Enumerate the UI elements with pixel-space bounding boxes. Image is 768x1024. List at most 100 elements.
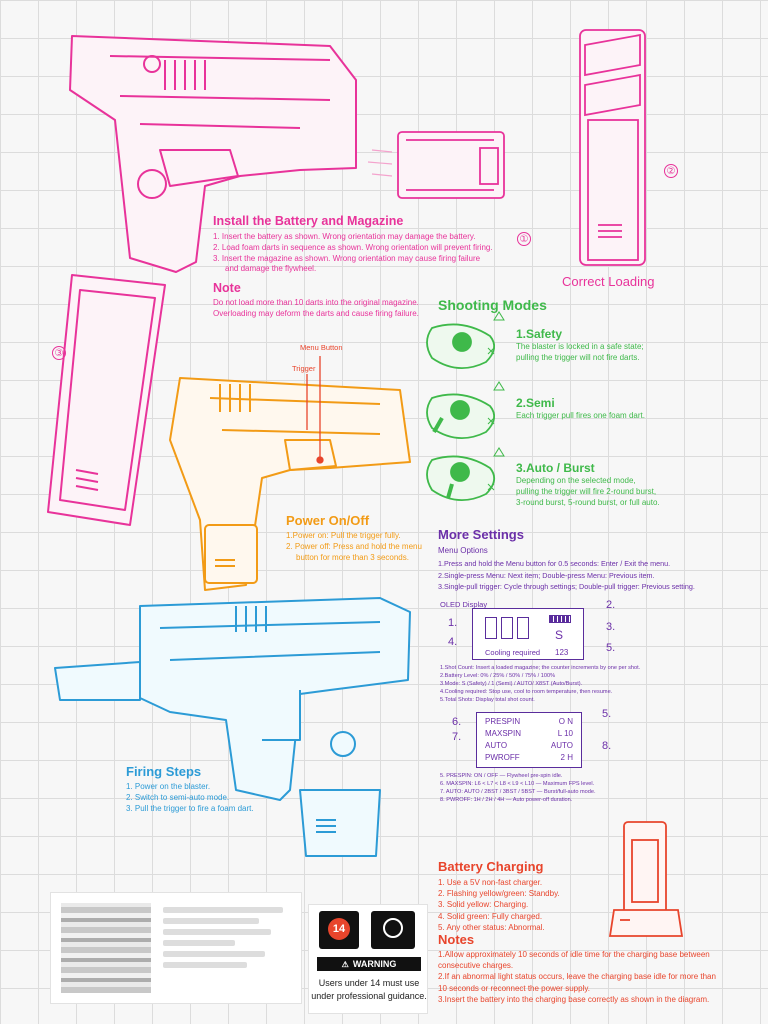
oled-num: 3.: [606, 621, 616, 633]
settings-note: 7. AUTO: AUTO / 2BST / 3BST / 5BST — Bur…: [440, 789, 596, 796]
oled-note: 4.Cooling required: Stop use, cool to ro…: [440, 689, 613, 696]
mode-desc: The blaster is locked in a safe state;: [516, 342, 644, 351]
battery-step: 4. Solid green: Fully charged.: [438, 911, 543, 921]
oled-label: OLED Display: [440, 600, 488, 609]
firing-step: 2. Switch to semi-auto mode.: [126, 793, 230, 803]
oled-display: S Cooling required 123: [472, 608, 584, 660]
settings-val: AUTO: [550, 741, 573, 750]
settings-row: AUTO AUTO: [485, 740, 573, 752]
battery-step: 1. Use a 5V non-fast charger.: [438, 878, 543, 887]
power-line: 2. Power off: Press and hold the menu: [286, 542, 422, 552]
mode-desc: pulling the trigger will fire 2-round bu…: [516, 487, 657, 497]
firing-title: Firing Steps: [126, 764, 202, 779]
settings-note: 5. PRESPIN: ON / OFF — Flywheel pre-spin…: [440, 773, 563, 779]
install-section: Install the Battery and Magazine 1. Inse…: [213, 214, 513, 275]
settings-notes: 5. PRESPIN: ON / OFF — Flywheel pre-spin…: [440, 772, 740, 804]
oled-num: 4.: [448, 636, 458, 648]
more-settings-section: More Settings Menu Options 1.Press and h…: [438, 527, 758, 593]
settings-val: 2 H: [560, 753, 573, 762]
settings-note: 8. PWROFF: 1H / 2H / 4H — Auto power-off…: [440, 797, 573, 804]
age-badge: 14: [328, 918, 350, 940]
power-line: 1.Power on: Pull the trigger fully.: [286, 531, 401, 540]
note-top-section: Note Do not load more than 10 darts into…: [213, 281, 453, 319]
install-step: 1. Insert the battery as shown. Wrong or…: [213, 232, 476, 241]
install-steps: 1. Insert the battery as shown. Wrong or…: [213, 232, 513, 275]
settings-num: 8.: [602, 740, 612, 752]
eye-protection-icon: [371, 911, 415, 949]
oled-note: 5.Total Shots: Display total shot count.: [440, 697, 535, 704]
battery-step: 3. Solid yellow: Charging.: [438, 900, 529, 910]
note-top-line: Overloading may deform the darts and cau…: [213, 309, 419, 319]
mode-title: 2.Semi: [516, 396, 555, 410]
mode-safety: 1.Safety The blaster is locked in a safe…: [516, 327, 716, 363]
qr-code-image: [61, 903, 151, 993]
marker-one: ①: [517, 232, 531, 246]
warning-text: Users under 14 must use under profession…: [309, 977, 429, 1003]
mode-semi: 2.Semi Each trigger pull fires one foam …: [516, 396, 716, 421]
notes-bottom-line: 1.Allow approximately 10 seconds of idle…: [438, 950, 710, 959]
battery-step: 2. Flashing yellow/green: Standby.: [438, 889, 560, 899]
warning-line: Users under 14 must use: [318, 978, 420, 988]
oled-mode: S: [555, 628, 564, 642]
firing-step: 3. Pull the trigger to fire a foam dart.: [126, 804, 254, 814]
battery-level-icon: [549, 615, 571, 623]
trigger-callout: Trigger: [292, 364, 316, 373]
menu-option-line: 2.Single-press Menu: Next item; Double-p…: [438, 570, 655, 580]
marker-three: ③: [52, 346, 66, 360]
notes-bottom-title: Notes: [438, 932, 475, 947]
oled-note: 3.Mode: S (Safety) / 1 (Semi) / AUTO/ X8…: [440, 681, 583, 688]
install-title: Install the Battery and Magazine: [213, 214, 404, 228]
notes-bottom-line: 3.Insert the battery into the charging b…: [438, 994, 710, 1004]
settings-key: PWROFF: [485, 753, 520, 762]
oled-notes: 1.Shot Count: Insert a loaded magazine; …: [440, 664, 740, 705]
notes-bottom-line: 10 seconds or reconnect the power supply…: [438, 983, 590, 993]
menu-button-callout: Menu Button: [300, 343, 343, 352]
settings-num: 7.: [452, 731, 462, 743]
mode-desc: 3-round burst, 5-round burst, or full au…: [516, 498, 660, 508]
settings-num: 6.: [452, 716, 462, 728]
oled-num: 2.: [606, 599, 616, 611]
firing-step: 1. Power on the blaster.: [126, 782, 211, 791]
warning-banner: ⚠ WARNING: [317, 957, 421, 971]
mode-desc: Depending on the selected mode,: [516, 476, 636, 485]
info-card: [50, 892, 302, 1004]
warning-card: 14 ⚠ WARNING Users under 14 must use und…: [308, 904, 428, 1014]
settings-val: L 10: [557, 729, 573, 738]
blurred-text-block: [163, 907, 283, 973]
shooting-modes-title: Shooting Modes: [438, 297, 547, 313]
mode-desc: Each trigger pull fires one foam dart.: [516, 411, 645, 420]
notes-bottom-section: Notes 1.Allow approximately 10 seconds o…: [438, 932, 738, 1005]
firing-section: Firing Steps 1. Power on the blaster. 2.…: [126, 764, 306, 815]
battery-title: Battery Charging: [438, 859, 544, 874]
settings-key: PRESPIN: [485, 717, 521, 726]
mode-title: 1.Safety: [516, 327, 563, 341]
power-section: Power On/Off 1.Power on: Pull the trigge…: [286, 513, 446, 564]
settings-display: PRESPIN O N MAXSPIN L 10 AUTO AUTO PWROF…: [476, 712, 582, 768]
oled-count: 123: [555, 648, 569, 657]
marker-two: ②: [664, 164, 678, 178]
menu-options-label: Menu Options: [438, 546, 488, 555]
oled-num: 5.: [606, 642, 616, 654]
settings-row: MAXSPIN L 10: [485, 728, 573, 740]
note-top-line: Do not load more than 10 darts into the …: [213, 298, 419, 307]
notes-bottom-line: consecutive charges.: [438, 961, 514, 971]
mode-auto-burst: 3.Auto / Burst Depending on the selected…: [516, 461, 726, 509]
settings-note: 6. MAXSPIN: L6 < L7 < L8 < L9 < L10 — Ma…: [440, 781, 595, 788]
age-14-icon: 14: [319, 911, 359, 949]
menu-option-line: 3.Single-pull trigger: Cycle through set…: [438, 582, 695, 592]
install-step: 3. Insert the magazine as shown. Wrong o…: [213, 253, 481, 263]
settings-num: 5.: [602, 708, 612, 720]
settings-row: PRESPIN O N: [485, 716, 573, 728]
settings-row: PWROFF 2 H: [485, 752, 573, 764]
more-settings-title: More Settings: [438, 527, 524, 542]
battery-step: 5. Any other status: Abnormal.: [438, 922, 545, 932]
install-step: and damage the flywheel.: [225, 264, 317, 274]
warning-label: WARNING: [352, 959, 397, 969]
oled-note: 2.Battery Level: 0% / 25% / 50% / 75% / …: [440, 673, 556, 680]
oled-note: 1.Shot Count: Insert a loaded magazine; …: [440, 665, 641, 671]
oled-num: 1.: [448, 617, 458, 629]
warning-line: under professional guidance.: [311, 991, 427, 1002]
